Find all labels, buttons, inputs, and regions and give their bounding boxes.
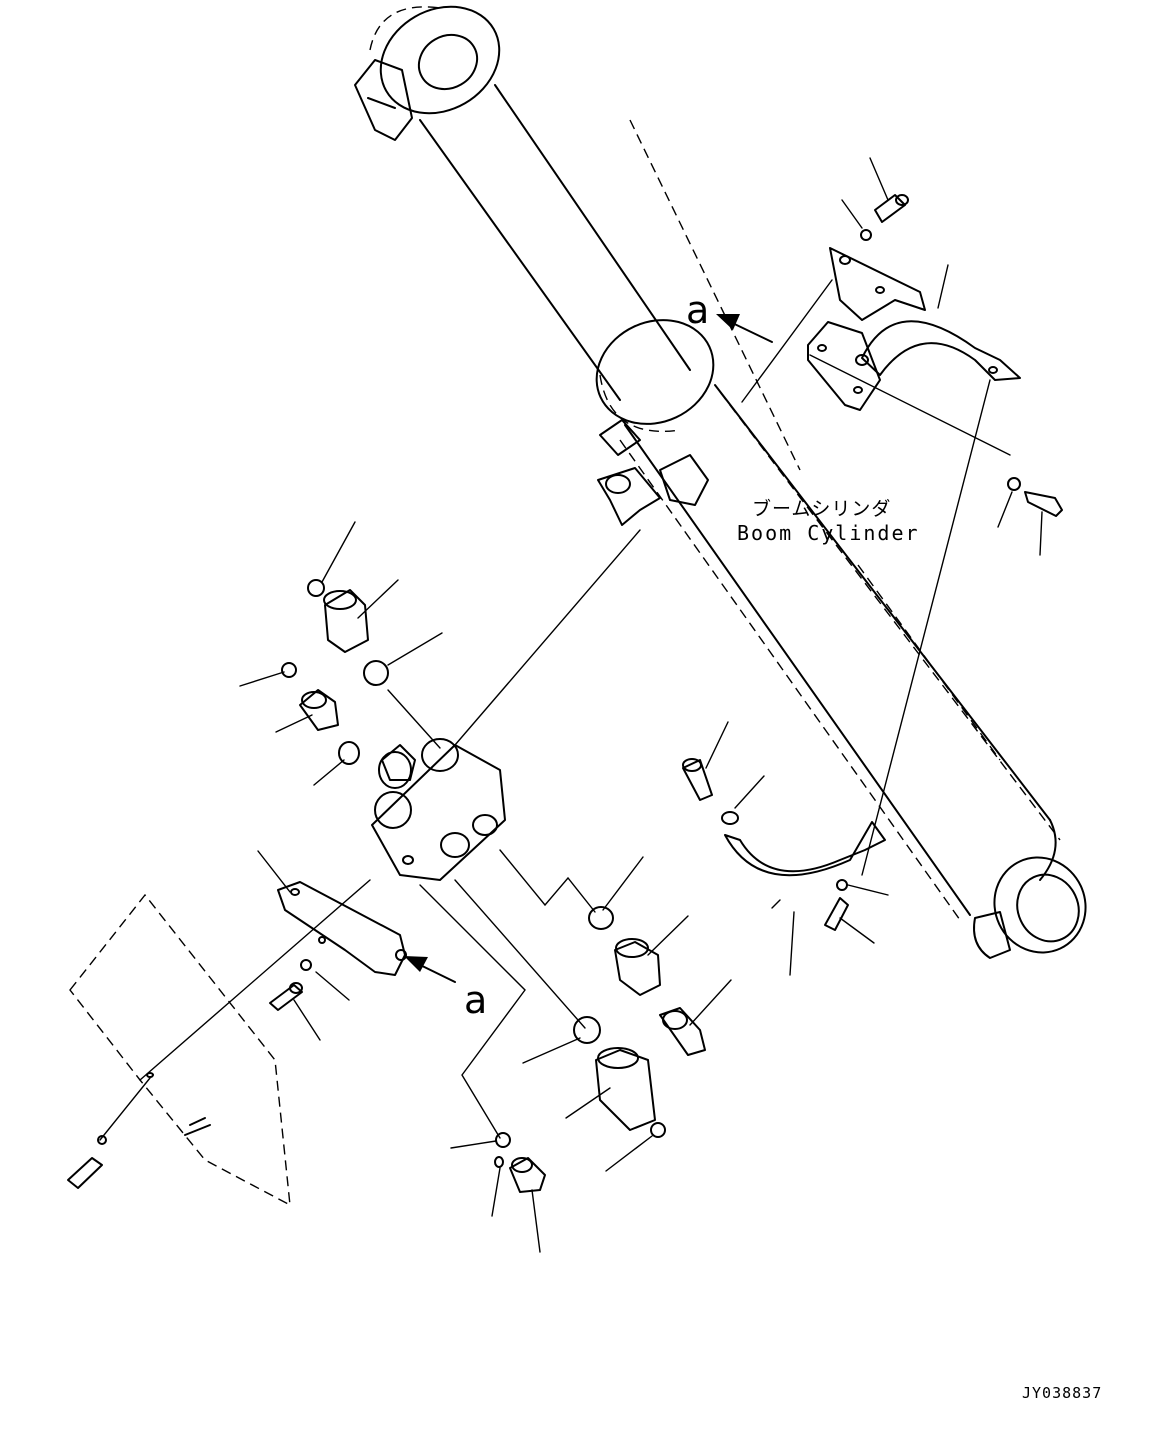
cylinder-label-en: Boom Cylinder	[737, 521, 920, 545]
drawing-number: JY038837	[1022, 1384, 1103, 1402]
cylinder-label-jp: ブームシリンダ	[752, 498, 892, 520]
valve-block	[371, 738, 506, 881]
lower-clamp	[682, 758, 886, 931]
cover-plate	[67, 893, 291, 1207]
view-marker-top: a	[686, 288, 710, 332]
boom-cylinder	[354, 5, 1087, 959]
fittings	[299, 589, 706, 1193]
mounting-bracket	[269, 881, 407, 1011]
view-marker-bottom: a	[464, 978, 488, 1022]
view-arrow-bottom	[404, 956, 456, 983]
leader-lines	[99, 119, 1043, 1253]
view-arrow-top	[716, 314, 773, 343]
upper-clamp-bracket	[807, 194, 1063, 517]
o-rings	[281, 579, 666, 1168]
